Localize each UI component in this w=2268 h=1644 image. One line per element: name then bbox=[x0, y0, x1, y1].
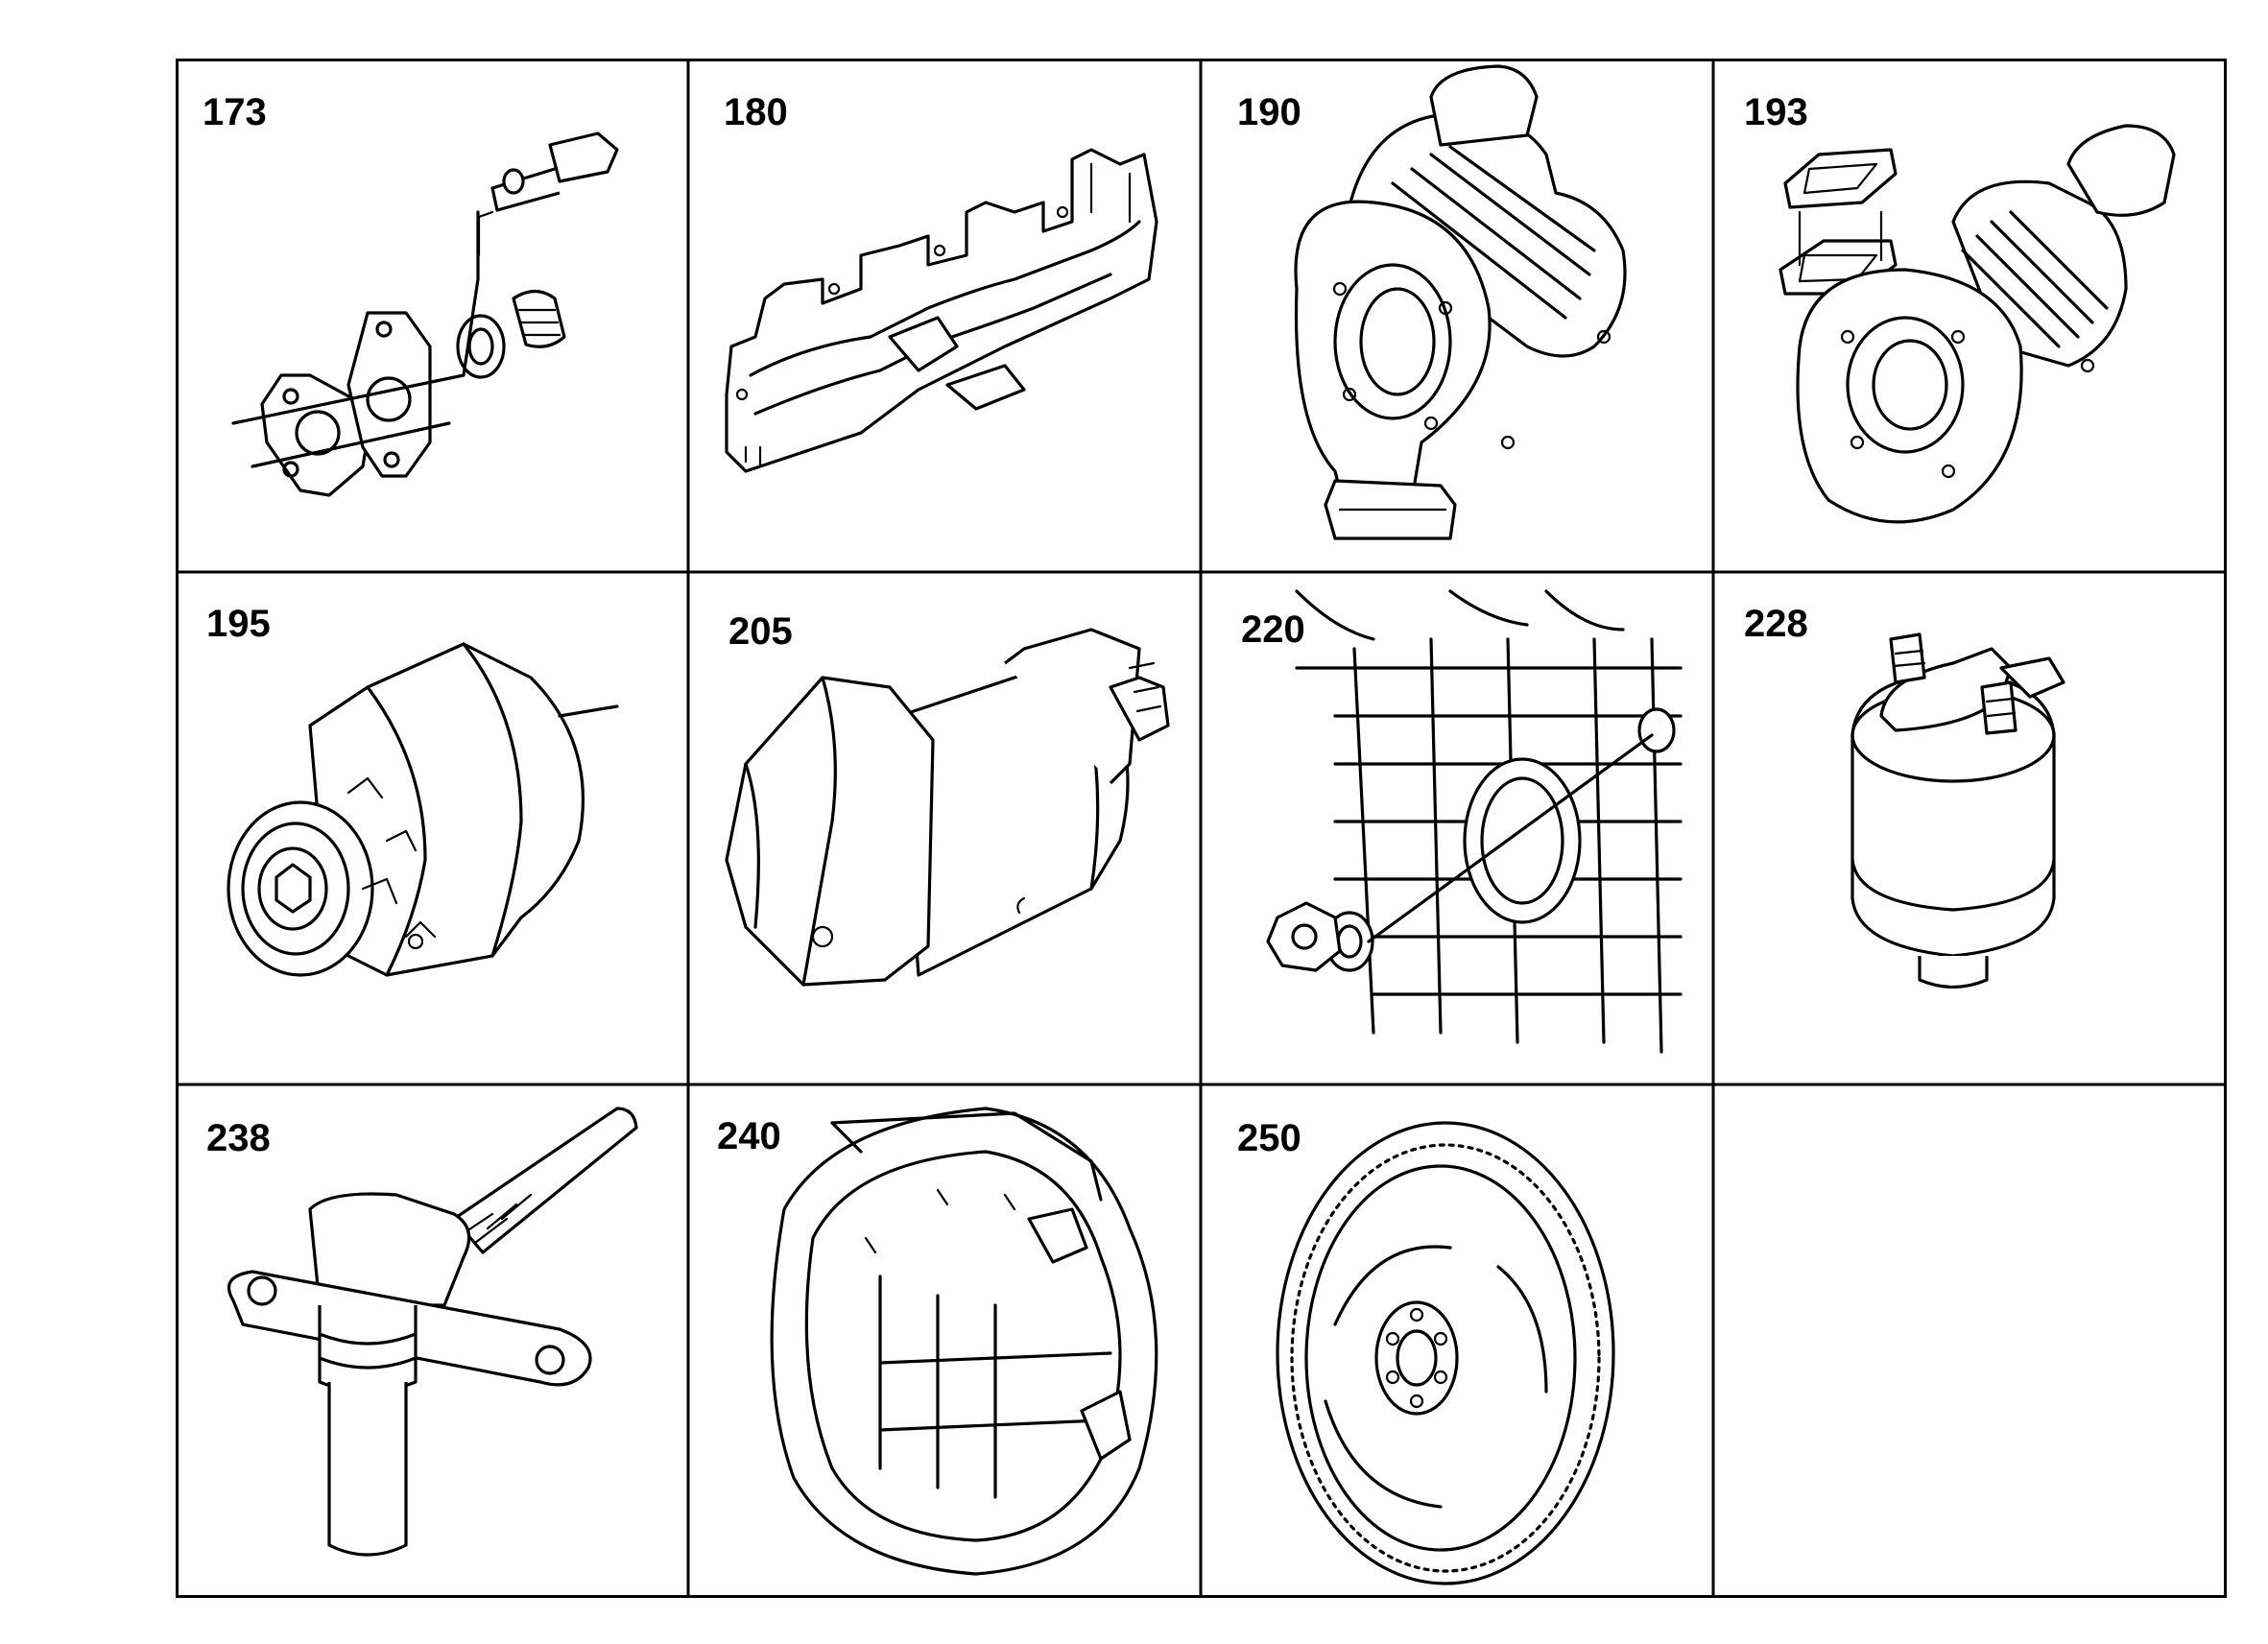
part-number-173: 173 bbox=[203, 91, 267, 133]
part-number-238: 238 bbox=[206, 1117, 271, 1159]
part-cell-250[interactable]: 250 bbox=[1201, 1084, 1713, 1598]
flywheel-housing-drawing bbox=[770, 1107, 1158, 1576]
exhaust-manifold-drawing bbox=[725, 148, 1158, 473]
pressure-switch-drawing bbox=[1850, 632, 2065, 989]
part-number-205: 205 bbox=[728, 610, 793, 653]
alternator-drawing bbox=[227, 642, 619, 977]
grid-lines bbox=[176, 59, 2227, 1598]
part-number-250: 250 bbox=[1237, 1117, 1301, 1159]
part-number-180: 180 bbox=[724, 91, 788, 133]
part-cell-193[interactable]: 193 bbox=[1713, 59, 2227, 572]
part-cell-238[interactable]: 238 bbox=[176, 1084, 688, 1598]
crankcase-seal-drawing bbox=[1266, 589, 1683, 1054]
turbocharger-drawing bbox=[1294, 64, 1627, 540]
part-cell-180[interactable]: 180 bbox=[688, 59, 1201, 572]
part-number-220: 220 bbox=[1241, 608, 1305, 651]
flywheel-drawing bbox=[1276, 1121, 1615, 1585]
part-cell-195[interactable]: 195 bbox=[176, 572, 688, 1084]
parts-index-grid: 173 180 bbox=[176, 59, 2227, 1598]
part-cell-228[interactable]: 228 bbox=[1713, 572, 2227, 1084]
speed-sensor-drawing bbox=[227, 1107, 638, 1557]
part-number-193: 193 bbox=[1744, 91, 1808, 133]
part-number-240: 240 bbox=[717, 1115, 781, 1157]
turbocharger-with-gasket-drawing bbox=[1779, 124, 2176, 524]
part-cell-205[interactable]: 205 bbox=[688, 572, 1201, 1084]
part-cell-190[interactable]: 190 bbox=[1201, 59, 1713, 572]
drain-plug-flange-drawing bbox=[231, 131, 619, 497]
part-cell-empty bbox=[1713, 1084, 2227, 1598]
part-cell-240[interactable]: 240 bbox=[688, 1084, 1201, 1598]
part-cell-220[interactable]: 220 bbox=[1201, 572, 1713, 1084]
part-number-190: 190 bbox=[1237, 91, 1301, 133]
part-cell-173[interactable]: 173 bbox=[176, 59, 688, 572]
part-number-195: 195 bbox=[206, 603, 271, 645]
starter-motor-drawing bbox=[725, 628, 1170, 987]
part-number-228: 228 bbox=[1744, 603, 1808, 645]
